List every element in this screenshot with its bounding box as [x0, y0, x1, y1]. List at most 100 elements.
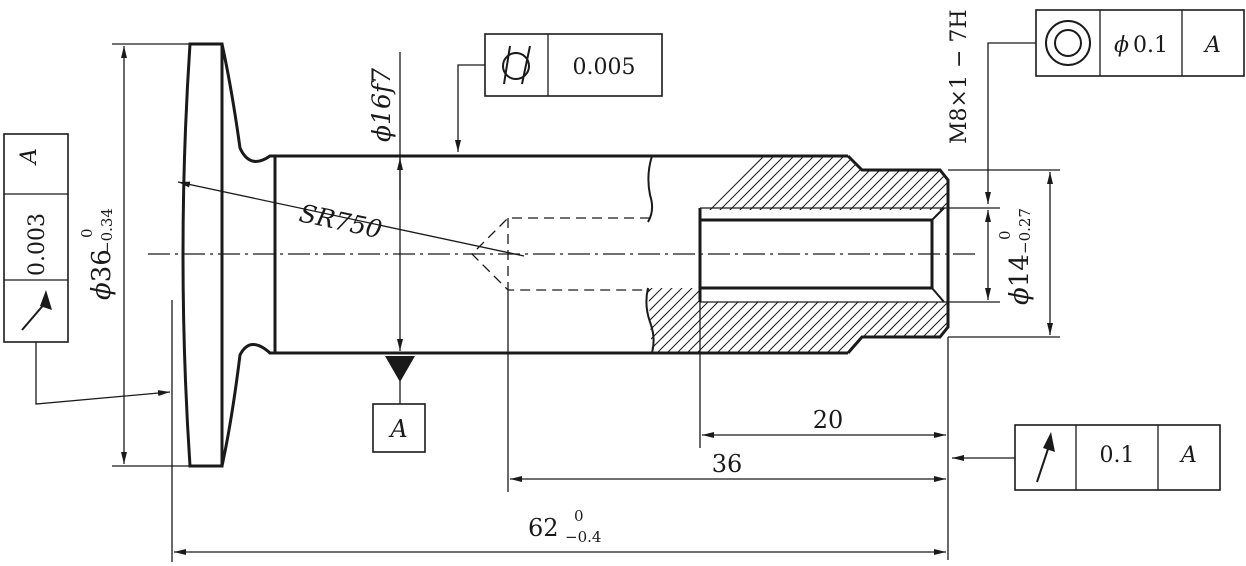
- thread-callout: M8×1 − 7H: [947, 9, 972, 144]
- hatch-line: [739, 288, 948, 353]
- cylindricity-value: 0.005: [573, 55, 636, 80]
- hatch-line: [970, 150, 1180, 360]
- hatch-line: [659, 288, 871, 353]
- section-break-line: [645, 155, 655, 354]
- runout-face-frame: A 0.003: [3, 133, 171, 405]
- hatch-line: [829, 288, 948, 353]
- overall-length-upper: 0: [574, 507, 584, 525]
- hatch-line: [648, 156, 851, 220]
- neck-top: [220, 43, 275, 163]
- hatch-line: [819, 288, 948, 353]
- hatch-line: [719, 288, 931, 353]
- hatch-line: [709, 288, 921, 353]
- coaxiality-datum: A: [1203, 33, 1221, 58]
- coaxiality-value-symbol: ϕ: [1114, 33, 1129, 58]
- hatch-line: [749, 156, 948, 220]
- hatch-line: [679, 156, 891, 220]
- hatch-line: [779, 288, 948, 353]
- hatch-line: [729, 156, 941, 220]
- coaxiality-value: 0.1: [1133, 33, 1168, 58]
- hatch-line: [950, 150, 1160, 360]
- hatch-line: [769, 156, 948, 220]
- hatch-line: [648, 156, 771, 220]
- hatch-line: [960, 150, 1170, 360]
- hatch-line: [699, 288, 911, 353]
- hatch-line: [809, 288, 948, 353]
- bore-diameter-symbol: ϕ: [1005, 287, 1035, 305]
- hatch-line: [759, 156, 948, 220]
- shaft-diameter-dimension: ϕ16f7: [367, 52, 403, 351]
- runout-end-icon: [1036, 432, 1055, 483]
- section-hatching: [648, 150, 1180, 360]
- hatch-line: [648, 288, 851, 353]
- hatch-line: [799, 288, 948, 353]
- bore-diameter-dimension: ϕ14 0 −0.27: [948, 207, 1035, 305]
- datum-label: A: [388, 415, 407, 443]
- hatch-line: [648, 156, 811, 220]
- hatch-line: [939, 156, 948, 220]
- length-20-dimension: 20: [699, 302, 949, 560]
- hatch-line: [929, 288, 948, 353]
- svg-text:ϕ36: ϕ36: [87, 249, 117, 300]
- svg-text:ϕ14: ϕ14: [1005, 254, 1035, 305]
- hatch-line: [648, 156, 801, 220]
- hatch-line: [869, 288, 948, 353]
- hatch-line: [879, 288, 948, 353]
- hatch-line: [669, 156, 881, 220]
- hatch-line: [649, 156, 861, 220]
- hatch-line: [739, 156, 948, 220]
- bore-diameter-value: 14: [1005, 254, 1035, 287]
- hatch-line: [859, 288, 948, 353]
- bore-diameter-upper: 0: [996, 230, 1014, 240]
- cylindricity-frame: 0.005: [455, 33, 663, 152]
- flange-diameter-dimension: ϕ36 0 −0.34: [78, 43, 190, 467]
- sphere-radius-leader: SR750: [177, 181, 525, 257]
- hatch-line: [899, 288, 948, 353]
- shaft-diameter-label: ϕ16f7: [367, 68, 396, 142]
- part-outline: [181, 42, 950, 468]
- hatch-line: [970, 150, 1180, 360]
- hatch-line: [839, 288, 948, 353]
- hatch-line: [849, 288, 948, 353]
- hatch-line: [659, 156, 871, 220]
- sphere-radius-label: SR750: [297, 199, 385, 245]
- hatch-line: [669, 288, 881, 353]
- hatch-line: [909, 288, 948, 353]
- hatch-line: [729, 288, 941, 353]
- hatch-line: [950, 150, 1160, 360]
- hatch-line: [719, 156, 931, 220]
- runout-end-value: 0.1: [1100, 443, 1135, 468]
- hatch-line: [789, 288, 948, 353]
- thread-spec-label: M8×1 − 7H: [947, 9, 972, 144]
- length-36-dimension: 36: [507, 290, 946, 492]
- runout-end-frame: 0.1 A: [952, 424, 1221, 491]
- overall-length-value: 62: [528, 514, 559, 542]
- flange-body: [181, 42, 224, 468]
- runout-face-value: 0.003: [25, 213, 50, 276]
- cylindricity-icon: [502, 45, 531, 85]
- flange-diameter-symbol: ϕ: [87, 282, 117, 300]
- hatch-line: [648, 156, 831, 220]
- overall-length-lower: −0.4: [565, 528, 601, 546]
- length-20-label: 20: [813, 406, 844, 434]
- hatch-line: [689, 156, 901, 220]
- step-diameter-dimension: [948, 169, 1060, 338]
- neck-bottom: [220, 343, 275, 467]
- length-36-label: 36: [712, 450, 743, 478]
- hatch-line: [699, 156, 911, 220]
- hatch-line: [648, 288, 831, 353]
- hatch-line: [648, 156, 841, 220]
- hatch-line: [709, 156, 921, 220]
- hatch-line: [759, 288, 948, 353]
- runout-end-datum: A: [1179, 443, 1197, 468]
- hatch-line: [648, 156, 791, 220]
- hatch-line: [929, 156, 948, 220]
- hatch-line: [648, 156, 821, 220]
- hatch-line: [649, 288, 861, 353]
- threaded-bore: [698, 207, 948, 303]
- hatch-line: [749, 288, 948, 353]
- hatch-line: [960, 150, 1170, 360]
- hatch-line: [769, 288, 948, 353]
